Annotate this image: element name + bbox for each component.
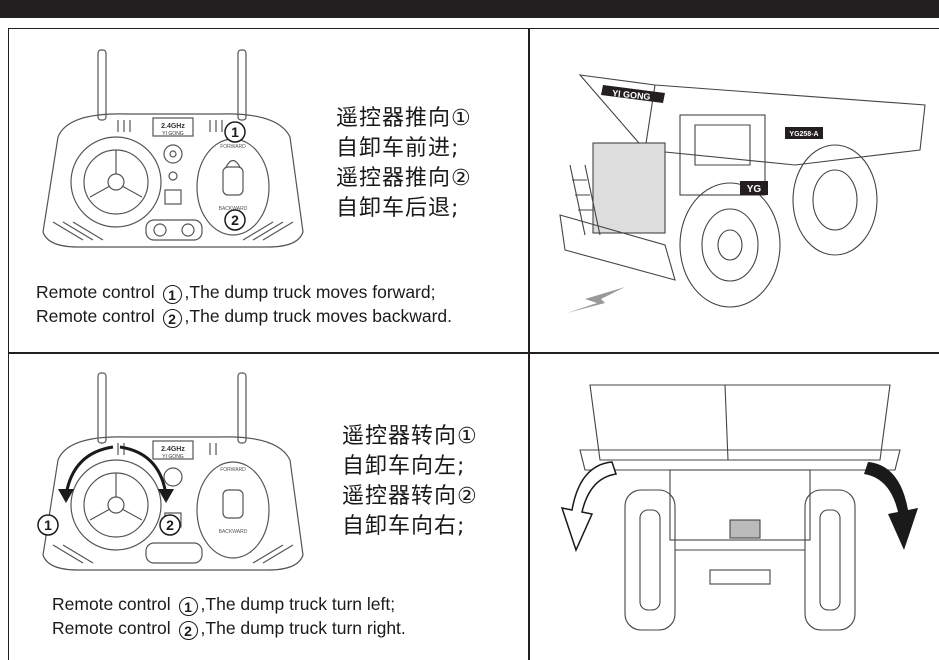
- steering-wheel: [70, 136, 162, 228]
- right-wheel: [804, 489, 856, 631]
- marker-1: 1: [231, 124, 239, 140]
- en-line: Remote control 2,The dump truck turn rig…: [52, 618, 406, 640]
- backward-label: BACKWARD: [219, 206, 248, 212]
- top-bar: [0, 0, 939, 18]
- dump-bed: [589, 384, 891, 461]
- english-instructions-turn: Remote control 1,The dump truck turn lef…: [52, 592, 406, 640]
- cn-line: 遥控器转向①: [342, 424, 478, 449]
- column-divider: [528, 28, 530, 660]
- marker-2: 2: [166, 517, 174, 533]
- svg-text:YI GONG: YI GONG: [162, 454, 184, 460]
- cab: [679, 114, 766, 196]
- marker-1: 1: [44, 517, 52, 533]
- number-badge: 1: [178, 597, 198, 616]
- truck-model-label: YG258-A: [789, 131, 818, 138]
- cn-line: 自卸车前进;: [336, 136, 460, 161]
- truck-side-label: YG: [747, 184, 762, 195]
- remote-control-forward: 2.4GHz YI GONG FORWARD BACKWARD 1 2: [42, 49, 304, 248]
- svg-text:BACKWARD: BACKWARD: [219, 529, 248, 535]
- cn-line: 遥控器推向②: [336, 166, 472, 191]
- number-badge: 1: [162, 285, 182, 304]
- dump-truck-rear-view: [560, 384, 918, 631]
- chinese-instructions-forward: 遥控器推向① 自卸车前进; 遥控器推向② 自卸车后退;: [336, 104, 472, 224]
- direction-arrow-icon: [567, 287, 625, 313]
- antenna-left: [97, 49, 107, 121]
- cn-line: 自卸车向右;: [342, 514, 466, 539]
- cn-line: 自卸车后退;: [336, 196, 460, 221]
- english-instructions-forward: Remote control 1,The dump truck moves fo…: [36, 280, 452, 328]
- row-divider: [8, 352, 939, 354]
- remote-control-turn: 2.4GHz YI GONG FORWARD BACKWARD 1 2: [37, 372, 304, 571]
- instruction-grid: [8, 28, 939, 660]
- remote-body: [42, 113, 304, 248]
- turn-right-arrow-icon: [119, 445, 168, 496]
- svg-text:2.4GHz: 2.4GHz: [161, 446, 185, 453]
- dump-truck-front-perspective: YI GONG YG258-A YG: [559, 74, 926, 313]
- antenna-right: [237, 49, 247, 121]
- remote-freq-label: 2.4GHz: [161, 123, 185, 130]
- en-line: Remote control 1,The dump truck moves fo…: [36, 282, 436, 304]
- remote-brand-label: YI GONG: [162, 131, 184, 137]
- front-wheel: [679, 182, 781, 308]
- forward-label: FORWARD: [220, 144, 246, 150]
- cn-line: 遥控器推向①: [336, 106, 472, 131]
- en-line: Remote control 2,The dump truck moves ba…: [36, 306, 453, 328]
- rear-wheel: [792, 144, 878, 256]
- turn-left-arrow-icon: [64, 445, 114, 496]
- turn-left-arrow-icon: [560, 461, 617, 553]
- chinese-instructions-turn: 遥控器转向① 自卸车向左; 遥控器转向② 自卸车向右;: [342, 422, 478, 542]
- truck-brand-label: YI GONG: [612, 88, 651, 102]
- en-line: Remote control 1,The dump truck turn lef…: [52, 594, 396, 616]
- marker-2: 2: [231, 212, 239, 228]
- number-badge: 2: [162, 309, 182, 328]
- cn-line: 自卸车向左;: [342, 454, 466, 479]
- radiator: [729, 519, 761, 539]
- number-badge: 2: [178, 621, 198, 640]
- turn-right-arrow-icon: [864, 462, 918, 550]
- left-wheel: [624, 489, 676, 631]
- radiator-grille: [592, 142, 666, 234]
- cn-line: 遥控器转向②: [342, 484, 478, 509]
- svg-text:FORWARD: FORWARD: [220, 467, 246, 473]
